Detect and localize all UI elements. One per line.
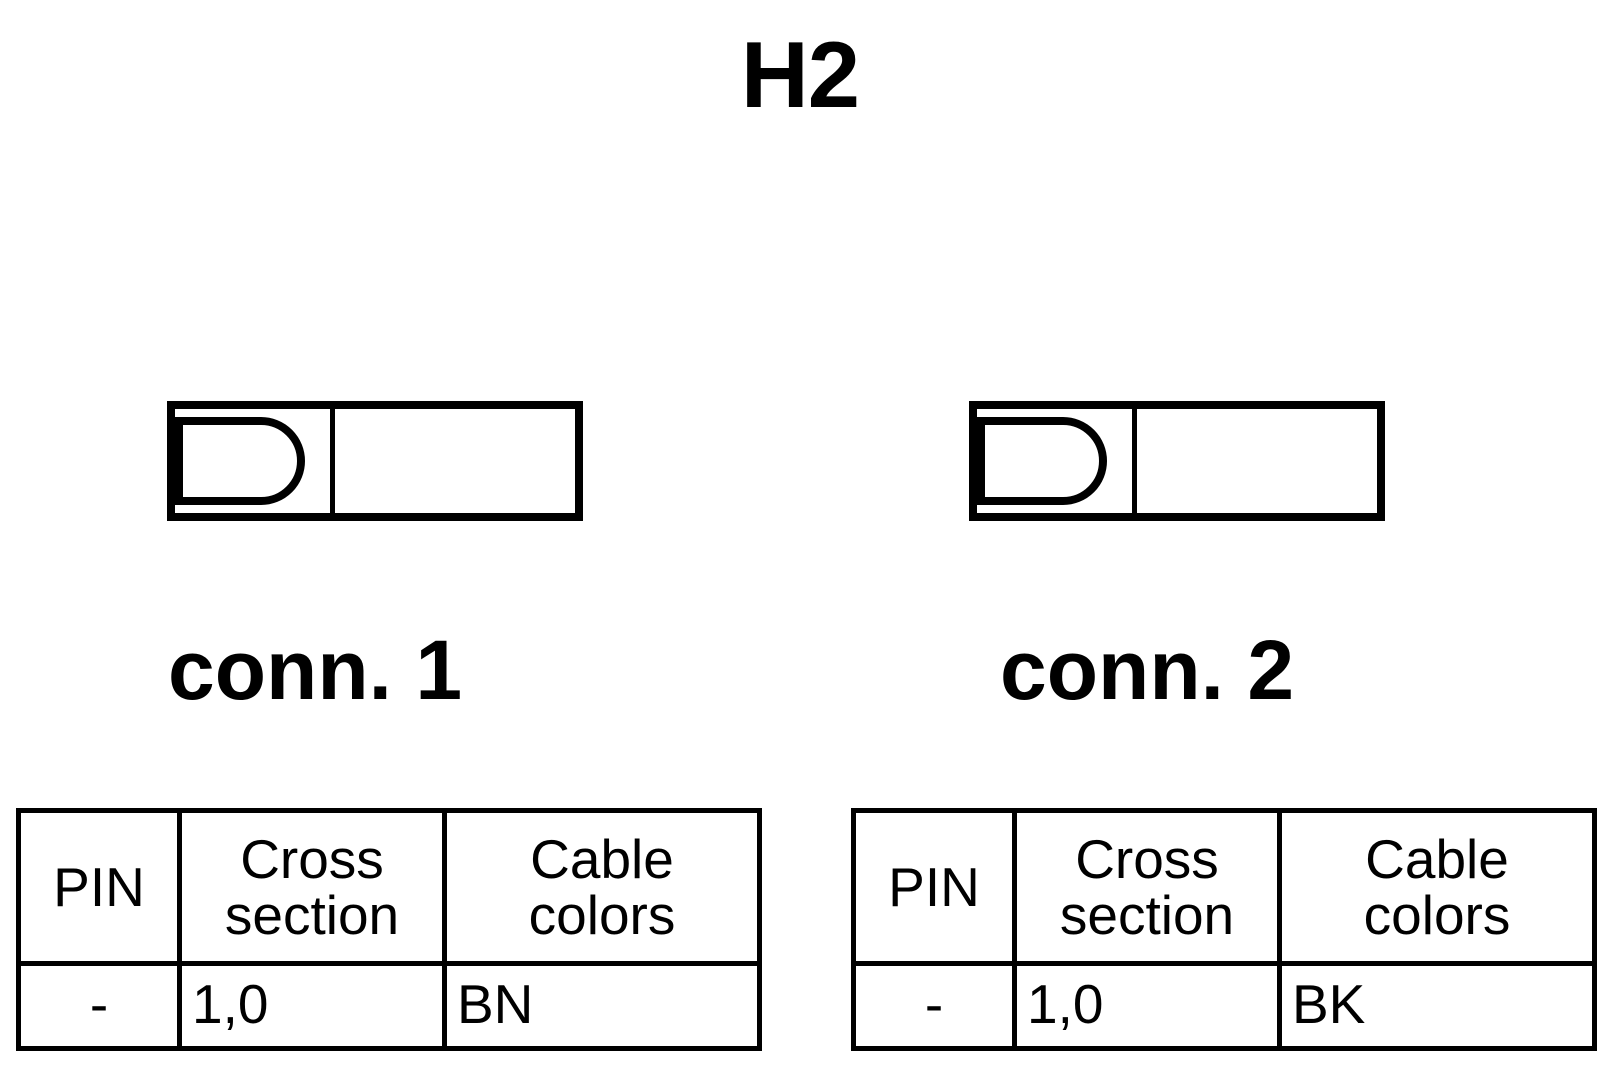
table-row: - 1,0 BN bbox=[16, 961, 762, 1051]
header-line: Cross bbox=[240, 827, 384, 890]
cell-cross-section: 1,0 bbox=[177, 961, 447, 1051]
header-line: Cable bbox=[530, 827, 674, 890]
header-line: section bbox=[1059, 884, 1235, 946]
connector-divider-line bbox=[1132, 409, 1137, 513]
header-cell-pin: PIN bbox=[16, 808, 182, 966]
d-shell-cavity-icon bbox=[175, 417, 305, 505]
connector-divider-line bbox=[330, 409, 335, 513]
page-title: H2 bbox=[740, 22, 860, 127]
header-line: section bbox=[224, 884, 400, 946]
table-header-row: PIN Cross section Cable colors bbox=[851, 808, 1597, 966]
pin-table-conn-2: PIN Cross section Cable colors - 1,0 BK bbox=[851, 808, 1597, 1051]
header-line: colors bbox=[1363, 884, 1511, 946]
header-cell-cable-colors: Cable colors bbox=[1277, 808, 1597, 966]
header-line: Cable bbox=[1365, 827, 1509, 890]
cell-cross-section: 1,0 bbox=[1012, 961, 1282, 1051]
header-line: colors bbox=[528, 884, 676, 946]
header-line: PIN bbox=[53, 855, 145, 918]
d-shell-cavity-icon bbox=[977, 417, 1107, 505]
cell-cable-colors: BN bbox=[442, 961, 762, 1051]
connector-symbol-conn-1 bbox=[167, 401, 583, 521]
header-line: Cross bbox=[1075, 827, 1219, 890]
header-cell-cross-section: Cross section bbox=[177, 808, 447, 966]
pin-table-conn-1: PIN Cross section Cable colors - 1,0 BN bbox=[16, 808, 762, 1051]
table-header-row: PIN Cross section Cable colors bbox=[16, 808, 762, 966]
cell-pin: - bbox=[16, 961, 182, 1051]
header-cell-pin: PIN bbox=[851, 808, 1017, 966]
table-row: - 1,0 BK bbox=[851, 961, 1597, 1051]
cell-pin: - bbox=[851, 961, 1017, 1051]
connector-label-conn-1: conn. 1 bbox=[168, 623, 463, 717]
cell-cable-colors: BK bbox=[1277, 961, 1597, 1051]
connector-symbol-conn-2 bbox=[969, 401, 1385, 521]
header-cell-cable-colors: Cable colors bbox=[442, 808, 762, 966]
header-cell-cross-section: Cross section bbox=[1012, 808, 1282, 966]
header-line: PIN bbox=[888, 855, 980, 918]
connector-label-conn-2: conn. 2 bbox=[1000, 623, 1295, 717]
